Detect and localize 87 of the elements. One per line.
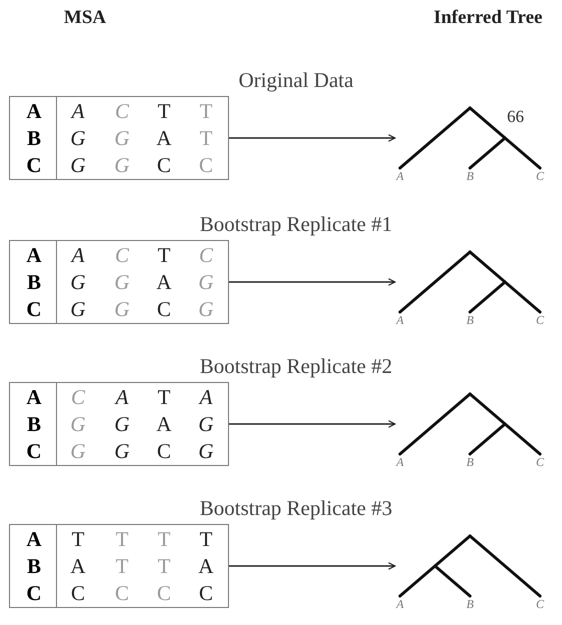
leaf-label: B (466, 314, 474, 327)
nucleotide-letter: G (114, 270, 130, 294)
nucleotide-letter: T (116, 554, 128, 578)
nucleotide-letter: C (71, 581, 85, 605)
nucleotide-letter: C (199, 243, 213, 267)
nucleotide-letter: G (198, 439, 214, 463)
arrow (229, 278, 396, 286)
arrow (229, 562, 396, 570)
nucleotide-letter: G (70, 153, 86, 177)
sequence-name: B (27, 554, 41, 578)
nucleotide-letter: A (200, 385, 212, 409)
leaf-label: C (536, 170, 544, 183)
nucleotide-letter: G (114, 153, 130, 177)
nucleotide-letter: G (114, 439, 130, 463)
nucleotide-letter: A (156, 270, 172, 294)
leaf-label: B (466, 456, 474, 469)
sequence-name: B (27, 412, 41, 436)
sequence-name: A (26, 385, 42, 409)
column-header: Inferred Tree (434, 6, 542, 30)
leaf-label: C (536, 314, 544, 327)
alignment-table (9, 524, 229, 608)
alignment-table (9, 382, 229, 466)
nucleotide-letter: T (116, 527, 128, 551)
nucleotide-letter: C (115, 581, 129, 605)
nucleotide-letter: G (198, 297, 214, 321)
nucleotide-letter: G (198, 412, 214, 436)
nucleotide-letter: C (157, 581, 171, 605)
nucleotide-letter: G (70, 412, 86, 436)
sequence-name: C (26, 153, 42, 177)
sequence-name: B (27, 126, 41, 150)
nucleotide-letter: A (156, 126, 172, 150)
nucleotide-letter: T (200, 99, 212, 123)
sequence-name: A (26, 99, 42, 123)
leaf-label: C (536, 456, 544, 469)
sequence-name: C (26, 439, 42, 463)
leaf-label: A (396, 314, 404, 327)
sequence-name: A (26, 243, 42, 267)
nucleotide-letter: T (158, 243, 170, 267)
arrow (229, 420, 396, 428)
alignment-table (9, 96, 229, 180)
nucleotide-letter: C (199, 581, 213, 605)
leaf-label: A (396, 456, 404, 469)
alignment-table (9, 240, 229, 324)
nucleotide-letter: C (199, 153, 213, 177)
nucleotide-letter: A (198, 554, 214, 578)
nucleotide-letter: C (115, 243, 129, 267)
nucleotide-letter: T (158, 385, 170, 409)
nucleotide-letter: G (70, 297, 86, 321)
column-header: MSA (64, 6, 106, 30)
nucleotide-letter: A (116, 385, 128, 409)
panel-heading: Bootstrap Replicate #2 (200, 354, 392, 378)
sequence-name: C (26, 581, 42, 605)
nucleotide-letter: C (71, 385, 85, 409)
nucleotide-letter: G (70, 126, 86, 150)
nucleotide-letter: T (158, 527, 170, 551)
nucleotide-letter: C (157, 297, 171, 321)
nucleotide-letter: A (72, 243, 84, 267)
arrow (229, 134, 396, 142)
nucleotide-letter: G (70, 270, 86, 294)
leaf-label: B (466, 170, 474, 183)
nucleotide-letter: C (157, 439, 171, 463)
sequence-name: C (26, 297, 42, 321)
nucleotide-letter: G (198, 270, 214, 294)
panel-heading: Bootstrap Replicate #3 (200, 496, 392, 520)
nucleotide-letter: G (114, 126, 130, 150)
leaf-label: C (536, 598, 544, 611)
nucleotide-letter: T (200, 126, 212, 150)
sequence-name: A (26, 527, 42, 551)
leaf-label: A (396, 170, 404, 183)
nucleotide-letter: C (157, 153, 171, 177)
nucleotide-letter: T (200, 527, 212, 551)
nucleotide-letter: A (70, 554, 86, 578)
nucleotide-letter: T (158, 554, 170, 578)
nucleotide-letter: C (115, 99, 129, 123)
nucleotide-letter: T (72, 527, 84, 551)
nucleotide-letter: G (70, 439, 86, 463)
nucleotide-letter: G (114, 412, 130, 436)
leaf-label: B (466, 598, 474, 611)
panel-heading: Original Data (238, 68, 354, 92)
nucleotide-letter: T (158, 99, 170, 123)
nucleotide-letter: A (72, 99, 84, 123)
sequence-name: B (27, 270, 41, 294)
nucleotide-letter: A (156, 412, 172, 436)
support-value: 66 (507, 108, 524, 126)
leaf-label: A (396, 598, 404, 611)
panel-heading: Bootstrap Replicate #1 (200, 212, 392, 236)
nucleotide-letter: G (114, 297, 130, 321)
